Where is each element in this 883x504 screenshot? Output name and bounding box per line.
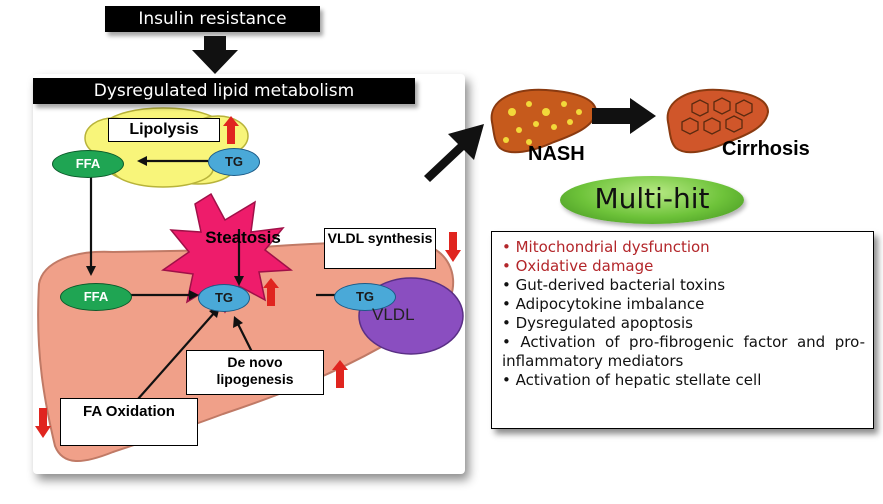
list-item: • Activation of hepatic stellate cell [502, 371, 762, 389]
list-item: • Mitochondrial dysfunction [502, 238, 710, 256]
de-novo-lipogenesis-label: De novo lipogenesis [186, 350, 324, 395]
nash-label: NASH [528, 143, 585, 165]
multi-hit-list: • Mitochondrial dysfunction • Oxidative … [491, 231, 874, 429]
down-arrow-icon [445, 232, 461, 262]
red-arrows [35, 116, 461, 438]
nash-liver-icon [490, 88, 598, 154]
dysregulated-lipid-label: Dysregulated lipid metabolism [33, 78, 415, 104]
insulin-resistance-label: Insulin resistance [105, 6, 320, 32]
up-arrow-icon [332, 360, 348, 388]
progression-arrow-icon [424, 124, 484, 182]
tg-node-mid: TG [198, 284, 250, 312]
list-item: • Activation of pro-fibrogenic factor an… [502, 333, 865, 370]
list-item: • Oxidative damage [502, 257, 654, 275]
fa-oxidation-label: FA Oxidation [60, 398, 198, 446]
list-item: • Adipocytokine imbalance [502, 295, 705, 313]
up-arrow-icon [223, 116, 239, 144]
multi-hit-label: Multi-hit [594, 182, 710, 215]
right-arrow-icon [592, 98, 656, 134]
vldl-label: VLDL [372, 305, 415, 324]
tg-node-vldl: TG [334, 283, 396, 311]
cirrhosis-label: Cirrhosis [722, 138, 810, 160]
list-item: • Gut-derived bacterial toxins [502, 276, 726, 294]
vldl-synthesis-label: VLDL synthesis [324, 228, 436, 269]
multi-hit-badge [560, 176, 744, 224]
down-arrow-icon [192, 36, 238, 74]
tg-node-top: TG [208, 148, 260, 176]
up-arrow-icon [263, 278, 279, 306]
down-arrow-icon [35, 408, 51, 438]
ffa-node-mid: FFA [60, 283, 132, 311]
ffa-node-top: FFA [52, 150, 124, 178]
steatosis-label: Steatosis [205, 228, 281, 247]
lipolysis-label: Lipolysis [108, 118, 220, 142]
cirrhosis-liver-icon [666, 88, 770, 154]
list-item: • Dysregulated apoptosis [502, 314, 693, 332]
